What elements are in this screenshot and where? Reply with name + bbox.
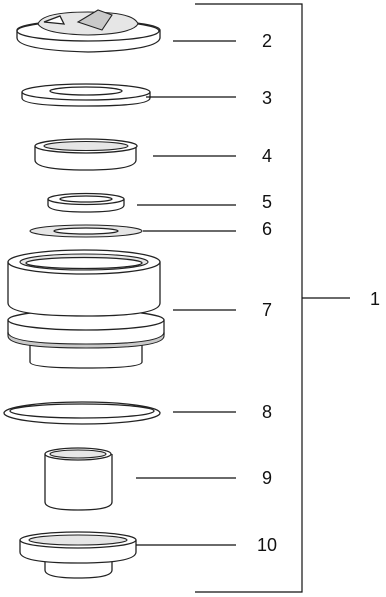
part-2-top-cap xyxy=(16,9,161,53)
part-9-sleeve xyxy=(44,447,113,511)
label-9: 9 xyxy=(262,468,272,488)
label-1: 1 xyxy=(370,289,380,309)
part-6-thin-seal xyxy=(29,224,143,238)
label-5: 5 xyxy=(262,192,272,212)
label-3: 3 xyxy=(262,88,272,108)
part-10-bottom-cup xyxy=(19,531,137,579)
label-2: 2 xyxy=(262,31,272,51)
part-4-bearing-ring xyxy=(34,138,138,171)
part-5-small-ring xyxy=(47,192,125,213)
label-7: 7 xyxy=(262,300,272,320)
part-8-o-ring xyxy=(3,401,161,425)
assembly-bracket xyxy=(195,3,350,593)
label-10: 10 xyxy=(257,535,277,555)
label-6: 6 xyxy=(262,219,272,239)
part-3-washer xyxy=(21,83,151,107)
part-7-housing xyxy=(7,249,165,369)
label-4: 4 xyxy=(262,146,272,166)
label-8: 8 xyxy=(262,402,272,422)
